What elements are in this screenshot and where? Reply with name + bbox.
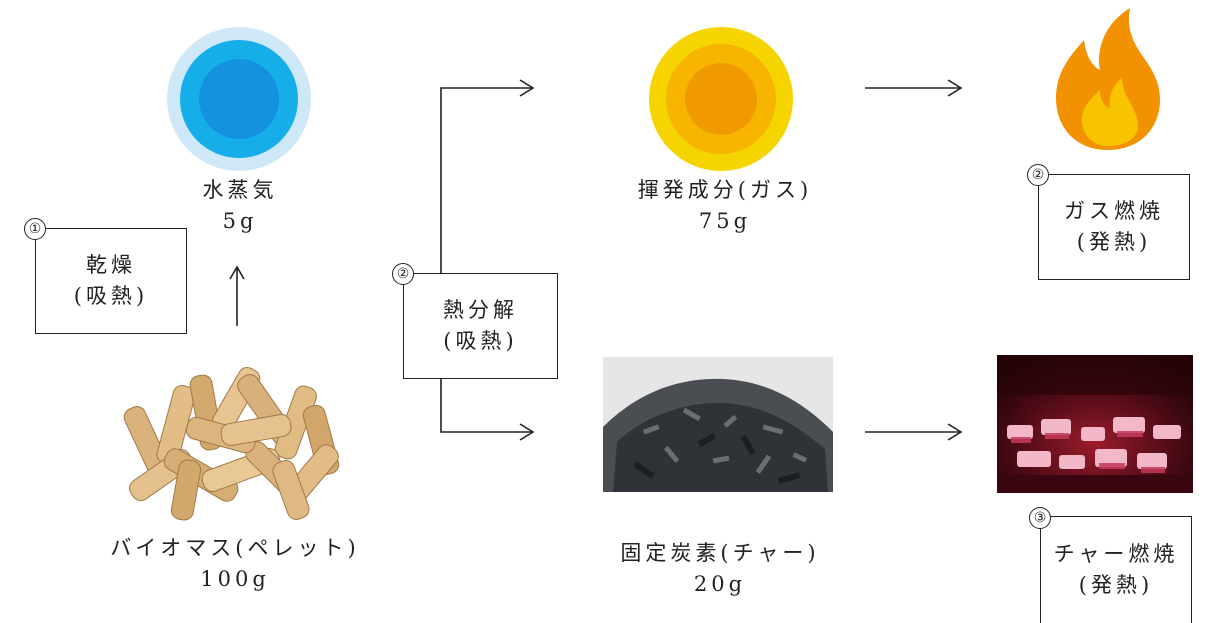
steam-circle-icon — [167, 27, 311, 171]
gas-label: 揮発成分(ガス) 75g — [580, 175, 870, 237]
biomass-amount: 100g — [200, 567, 270, 591]
drying-step-number: ① — [24, 218, 46, 240]
char-label: 固定炭素(チャー) 20g — [570, 538, 870, 600]
biomass-name: バイオマス(ペレット) — [110, 536, 360, 560]
char-combustion-subtitle: (発熱) — [1078, 573, 1154, 597]
char-name: 固定炭素(チャー) — [620, 541, 820, 565]
wood-pellets-image — [95, 345, 375, 525]
gas-combustion-step-number: ② — [1027, 164, 1049, 186]
char-combustion-title: チャー燃焼 — [1053, 542, 1179, 566]
gas-combustion-step-box: ガス燃焼 (発熱) — [1038, 174, 1190, 280]
char-amount: 20g — [693, 572, 747, 596]
pyrolysis-step-number: ② — [392, 263, 414, 285]
steam-amount: 5g — [222, 209, 258, 233]
drying-step-box: 乾燥 (吸熱) — [35, 228, 187, 334]
gas-combustion-subtitle: (発熱) — [1076, 230, 1152, 254]
drying-subtitle: (吸熱) — [73, 284, 149, 308]
char-combustion-step-box: チャー燃焼 (発熱) — [1040, 516, 1192, 623]
gas-name: 揮発成分(ガス) — [637, 178, 813, 202]
drying-title: 乾燥 — [86, 253, 136, 277]
gas-amount: 75g — [698, 209, 752, 233]
flame-icon — [1056, 8, 1160, 150]
pyrolysis-bracket — [440, 87, 532, 433]
gas-combustion-title: ガス燃焼 — [1064, 199, 1164, 223]
steam-label: 水蒸気 5g — [140, 175, 340, 237]
burning-embers-image — [997, 355, 1193, 493]
gas-circle-icon — [649, 27, 793, 171]
pyrolysis-subtitle: (吸熱) — [443, 329, 518, 353]
char-image — [603, 357, 833, 492]
biomass-label: バイオマス(ペレット) 100g — [85, 533, 385, 595]
pyrolysis-step-box: 熱分解 (吸熱) — [403, 273, 558, 379]
pyrolysis-title: 熱分解 — [443, 298, 518, 322]
steam-name: 水蒸気 — [202, 178, 278, 202]
char-combustion-step-number: ③ — [1029, 507, 1051, 529]
